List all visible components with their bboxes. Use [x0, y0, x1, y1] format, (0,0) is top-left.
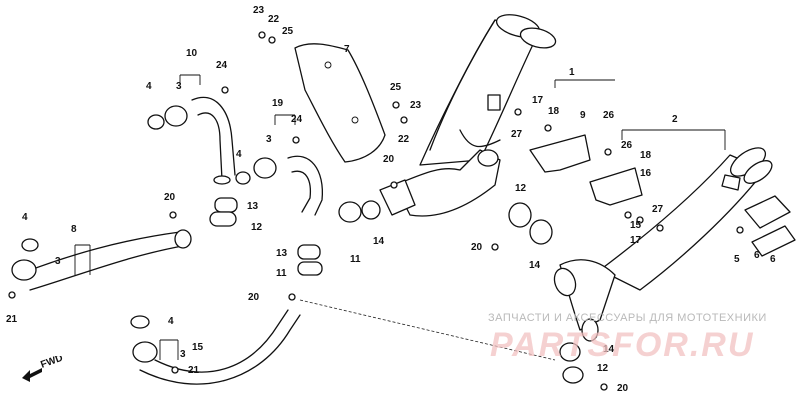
label-11a: 11	[350, 254, 361, 265]
label-7: 7	[344, 44, 350, 55]
label-27a: 27	[511, 129, 523, 140]
label-26b: 26	[621, 140, 633, 151]
label-22b: 22	[398, 134, 410, 145]
label-20a: 20	[383, 154, 395, 165]
label-20e: 20	[617, 383, 629, 394]
label-8: 8	[71, 224, 77, 235]
label-6a: 6	[754, 250, 760, 261]
label-4b: 4	[236, 149, 242, 160]
label-18b: 18	[640, 150, 652, 161]
fwd-label: FWD	[39, 356, 64, 371]
label-3c: 3	[55, 256, 61, 267]
label-27b: 27	[652, 204, 664, 215]
label-3b: 3	[266, 134, 272, 145]
leader-lines	[74, 74, 726, 360]
label-14c: 14	[603, 344, 615, 355]
label-14a: 14	[529, 260, 541, 271]
bolts	[8, 31, 744, 391]
exhaust-pipe-10	[191, 96, 236, 185]
gaskets-and-clamps	[21, 105, 584, 384]
label-15b: 15	[192, 342, 204, 353]
label-20d: 20	[248, 292, 260, 303]
label-4c: 4	[22, 212, 28, 223]
watermark-logo: PARTSFOR.RU	[490, 326, 755, 364]
part-labels: 23 22 25 7 10 24 4 3 19 24 3 4 25 23 22 …	[6, 5, 776, 394]
exhaust-pipe-15	[132, 309, 301, 385]
label-3a: 3	[176, 81, 182, 92]
watermark-tagline: ЗАПЧАСТИ И АКСЕССУАРЫ ДЛЯ МОТОТЕХНИКИ	[488, 312, 767, 324]
label-12b: 12	[251, 222, 263, 233]
y-pipe-lower	[553, 259, 616, 342]
label-12c: 12	[597, 363, 609, 374]
heat-shield	[294, 43, 386, 163]
label-22a: 22	[268, 14, 280, 25]
label-13a: 13	[247, 201, 259, 212]
label-13b: 13	[276, 248, 288, 259]
label-16: 16	[640, 168, 652, 179]
exhaust-pipe-19	[287, 155, 323, 216]
label-4d: 4	[168, 316, 174, 327]
label-25b: 25	[390, 82, 402, 93]
label-25a: 25	[282, 26, 294, 37]
label-12a: 12	[515, 183, 527, 194]
label-20c: 20	[164, 192, 176, 203]
label-15a: 15	[630, 220, 642, 231]
exhaust-pipe-8	[11, 229, 192, 291]
label-19: 19	[272, 98, 284, 109]
label-21b: 21	[188, 365, 200, 376]
label-23a: 23	[253, 5, 265, 16]
label-2: 2	[672, 114, 678, 125]
label-18a: 18	[548, 106, 560, 117]
label-14b: 14	[373, 236, 385, 247]
label-1: 1	[569, 67, 575, 78]
y-pipe-upper	[379, 149, 501, 217]
label-4a: 4	[146, 81, 152, 92]
label-21a: 21	[6, 314, 18, 325]
assembly-line	[299, 299, 556, 361]
label-17b: 17	[630, 235, 642, 246]
label-9: 9	[580, 110, 586, 121]
label-24b: 24	[291, 114, 303, 125]
muffler-lower	[599, 147, 796, 291]
muffler-upper	[419, 14, 557, 166]
label-5: 5	[734, 254, 740, 265]
brackets	[529, 134, 643, 206]
label-6b: 6	[770, 254, 776, 265]
label-20b: 20	[471, 242, 483, 253]
label-10: 10	[186, 48, 198, 59]
label-3d: 3	[180, 349, 186, 360]
label-11b: 11	[276, 268, 287, 279]
label-17a: 17	[532, 95, 544, 106]
label-26a: 26	[603, 110, 615, 121]
label-23b: 23	[410, 100, 422, 111]
label-24a: 24	[216, 60, 228, 71]
forward-arrow-icon: FWD	[22, 356, 64, 382]
